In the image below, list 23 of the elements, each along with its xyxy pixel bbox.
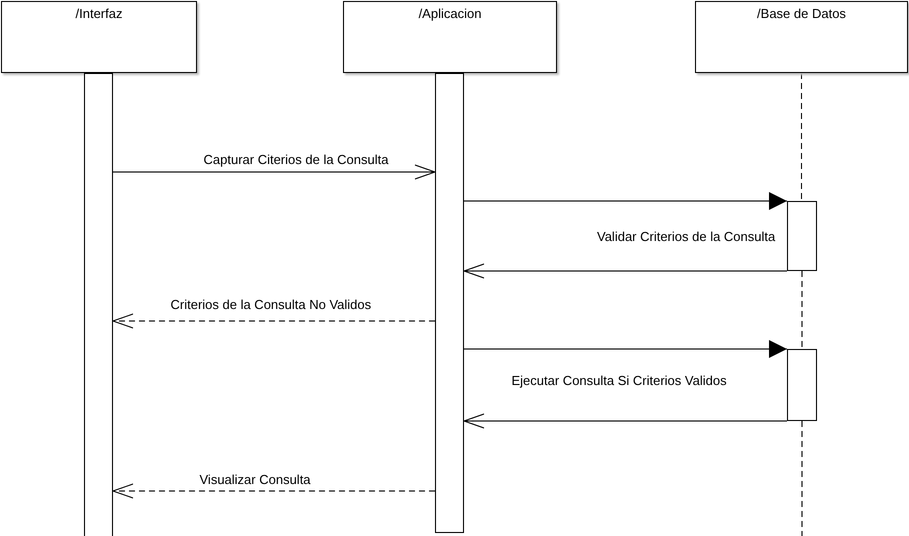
activation-bar (787, 349, 817, 421)
message-label: Capturar Citerios de la Consulta (202, 152, 390, 167)
message-arrow (464, 414, 788, 428)
message-arrow (112, 164, 436, 180)
message-label: Visualizar Consulta (198, 472, 312, 487)
message-arrow (112, 314, 436, 328)
lifeline (801, 72, 802, 202)
lifeline-header-box (695, 1, 908, 73)
message-arrow (464, 264, 788, 278)
message-label: Ejecutar Consulta Si Criterios Validos (510, 373, 728, 388)
activation-bar (435, 73, 464, 533)
message-arrow (112, 484, 436, 498)
message-label: Validar Criterios de la Consulta (596, 229, 776, 244)
lifeline-name: /Aplicacion (418, 6, 482, 21)
message-arrow (464, 192, 788, 210)
lifeline-header-box (1, 1, 197, 73)
lifeline-name: /Interfaz (74, 6, 124, 21)
lifeline-name: /Base de Datos (756, 6, 847, 21)
message-arrow (464, 340, 788, 358)
lifeline-header-box (343, 1, 557, 73)
activation-bar (84, 73, 113, 536)
activation-bar (787, 201, 817, 271)
message-label: Criterios de la Consulta No Validos (170, 297, 372, 312)
